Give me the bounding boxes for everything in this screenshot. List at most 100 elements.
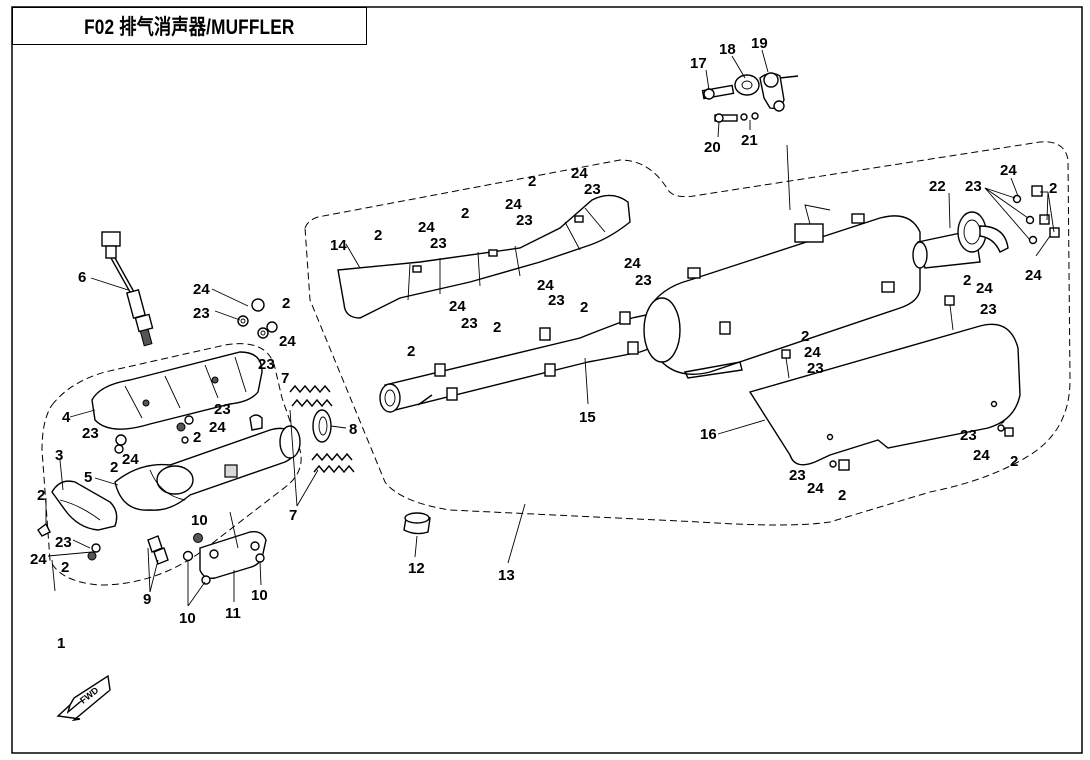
callout-24: 24 bbox=[418, 219, 435, 236]
callout-17: 17 bbox=[690, 55, 707, 72]
callout-8: 8 bbox=[349, 421, 357, 438]
callout-24: 24 bbox=[804, 344, 821, 361]
callout-2: 2 bbox=[461, 205, 469, 222]
callout-10: 10 bbox=[179, 610, 196, 627]
page-title: F02 排气消声器/MUFFLER bbox=[84, 16, 295, 39]
bracket-11 bbox=[199, 511, 267, 580]
callout-14: 14 bbox=[330, 237, 347, 254]
callout-15: 15 bbox=[579, 409, 596, 426]
callout-23: 23 bbox=[789, 467, 806, 484]
heat-shield-4 bbox=[91, 351, 263, 430]
callout-23: 23 bbox=[82, 425, 99, 442]
callout-24: 24 bbox=[1025, 267, 1042, 284]
callout-23: 23 bbox=[635, 272, 652, 289]
callout-3: 3 bbox=[55, 447, 63, 464]
oxygen-sensor bbox=[101, 231, 154, 347]
assembly-1-boundary bbox=[41, 343, 302, 586]
heat-shield-14 bbox=[337, 194, 631, 319]
callout-22: 22 bbox=[929, 178, 946, 195]
callout-10: 10 bbox=[251, 587, 268, 604]
tailpipe-22 bbox=[912, 211, 1009, 269]
callout-5: 5 bbox=[84, 469, 92, 486]
leader-lines bbox=[45, 49, 1055, 607]
springs-7 bbox=[289, 384, 355, 474]
muffler-body bbox=[643, 204, 921, 379]
callout-18: 18 bbox=[719, 41, 736, 58]
assembly-13-boundary bbox=[304, 141, 1071, 526]
callout-24: 24 bbox=[624, 255, 641, 272]
callout-2: 2 bbox=[282, 295, 290, 312]
callout-24: 24 bbox=[571, 165, 588, 182]
callout-24: 24 bbox=[807, 480, 824, 497]
callout-23: 23 bbox=[193, 305, 210, 322]
callout-23: 23 bbox=[965, 178, 982, 195]
callout-2: 2 bbox=[801, 328, 809, 345]
callout-2: 2 bbox=[838, 487, 846, 504]
callout-24: 24 bbox=[193, 281, 210, 298]
hanger-assembly bbox=[701, 72, 799, 211]
callout-24: 24 bbox=[976, 280, 993, 297]
callout-23: 23 bbox=[960, 427, 977, 444]
callout-23: 23 bbox=[430, 235, 447, 252]
callout-13: 13 bbox=[498, 567, 515, 584]
fasteners-left bbox=[37, 298, 278, 561]
callout-2: 2 bbox=[528, 173, 536, 190]
callout-1: 1 bbox=[57, 635, 65, 652]
callout-2: 2 bbox=[61, 559, 69, 576]
callout-2: 2 bbox=[407, 343, 415, 360]
callout-23: 23 bbox=[461, 315, 478, 332]
callout-2: 2 bbox=[37, 487, 45, 504]
page-frame bbox=[11, 6, 1083, 754]
bracket-3 bbox=[51, 480, 118, 531]
callout-23: 23 bbox=[584, 181, 601, 198]
callout-2: 2 bbox=[374, 227, 382, 244]
callout-2: 2 bbox=[1010, 453, 1018, 470]
callout-10: 10 bbox=[191, 512, 208, 529]
callout-23: 23 bbox=[214, 401, 231, 418]
callout-24: 24 bbox=[537, 277, 554, 294]
callout-12: 12 bbox=[408, 560, 425, 577]
callout-21: 21 bbox=[741, 132, 758, 149]
callout-7: 7 bbox=[289, 507, 297, 524]
callout-2: 2 bbox=[110, 459, 118, 476]
callout-19: 19 bbox=[751, 35, 768, 52]
nuts-10 bbox=[182, 533, 265, 585]
callout-2: 2 bbox=[193, 429, 201, 446]
callout-16: 16 bbox=[700, 426, 717, 443]
callout-24: 24 bbox=[209, 419, 226, 436]
heat-shield-16 bbox=[748, 323, 1021, 466]
pipe-15 bbox=[379, 311, 669, 413]
grommet-12 bbox=[403, 512, 431, 535]
callout-2: 2 bbox=[1049, 180, 1057, 197]
callout-7: 7 bbox=[281, 370, 289, 387]
gasket-8 bbox=[312, 409, 332, 443]
callout-4: 4 bbox=[62, 409, 71, 426]
callout-11: 11 bbox=[225, 605, 241, 622]
callout-24: 24 bbox=[449, 298, 466, 315]
callout-24: 24 bbox=[30, 551, 47, 568]
callout-24: 24 bbox=[122, 451, 139, 468]
header-pipe-5 bbox=[114, 414, 301, 511]
callout-24: 24 bbox=[505, 196, 522, 213]
callout-23: 23 bbox=[55, 534, 72, 551]
callout-6: 6 bbox=[78, 269, 86, 286]
fwd-arrow: FWD bbox=[56, 674, 111, 722]
callout-23: 23 bbox=[807, 360, 824, 377]
callout-9: 9 bbox=[143, 591, 151, 608]
callout-2: 2 bbox=[963, 272, 971, 289]
callout-24: 24 bbox=[279, 333, 296, 350]
title-box: F02 排气消声器/MUFFLER bbox=[12, 7, 367, 45]
callout-2: 2 bbox=[493, 319, 501, 336]
callout-23: 23 bbox=[548, 292, 565, 309]
callout-24: 24 bbox=[1000, 162, 1017, 179]
callout-23: 23 bbox=[516, 212, 533, 229]
nuts-9 bbox=[147, 535, 169, 565]
callout-labels: 6 24 2 23 24 23 7 4 23 23 2 24 24 2 3 5 … bbox=[30, 35, 1057, 652]
callout-23: 23 bbox=[258, 356, 275, 373]
callout-23: 23 bbox=[980, 301, 997, 318]
callout-2: 2 bbox=[580, 299, 588, 316]
callout-24: 24 bbox=[973, 447, 990, 464]
callout-20: 20 bbox=[704, 139, 721, 156]
